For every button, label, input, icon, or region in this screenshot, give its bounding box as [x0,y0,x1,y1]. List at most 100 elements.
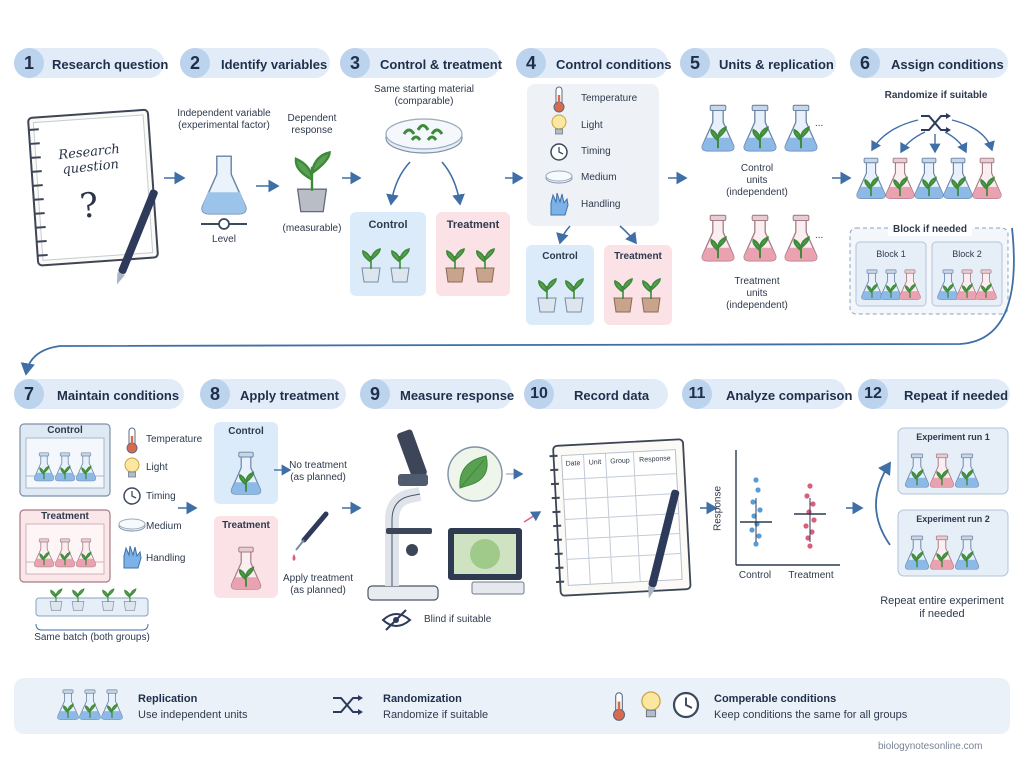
col-group: Group [610,457,630,466]
legend-replication-desc: Use independent units [138,709,248,721]
step-1-number: 1 [14,48,44,78]
step-6-number: 6 [850,48,880,78]
step4-control-label: Control [542,251,578,262]
plot-ylabel: Response [712,485,724,532]
step-2-number: 2 [180,48,210,78]
dependent-response-label: Dependent response [280,113,344,137]
repeat-line-2: if needed [919,608,965,621]
level-label: Level [212,234,236,245]
dependent-plant-icon [294,150,331,213]
control-ellipsis: ... [815,118,824,129]
condition-temperature: Temperature [581,93,638,104]
step-9-title: Measure response [400,388,515,403]
microscope-icon [367,429,439,601]
repeat-loop-arrow [875,461,891,546]
plot-point [811,517,817,523]
petri-dish-icon [385,118,463,154]
plot-xtick-treatment: Treatment [788,570,834,581]
condition-light: Light [581,120,603,131]
same-material-line-2: (comparable) [394,96,454,107]
step8-control-label: Control [228,426,264,437]
step7-control-label: Control [47,425,83,436]
plot-point [750,499,756,505]
step-2-title: Identify variables [221,57,328,72]
step8-treatment-label: Treatment [222,520,270,531]
step-10-title: Record data [574,388,650,403]
apply-treatment-line-2: (as planned) [290,585,346,596]
plot-point [755,487,761,493]
plot-point [753,477,759,483]
step-4-number: 4 [516,48,546,78]
legend-replication-title: Replication [138,693,198,705]
dependent-line-2: response [291,125,333,136]
apply-treatment-line-1: Apply treatment [282,573,354,584]
step-10-number: 10 [524,379,554,409]
step7-treatment-label: Treatment [41,511,89,522]
no-treatment-line-1: No treatment [289,460,347,471]
no-treatment-line-2: (as planned) [290,472,346,483]
step7-light: Light [146,462,168,473]
same-batch-label: Same batch (both groups) [34,632,150,643]
same-material-line-1: Same starting material [373,84,475,95]
step-6-title: Assign conditions [891,57,1004,72]
monitor-icon [448,528,525,595]
step-11-title: Analyze comparison [726,388,853,403]
legend-bar [14,678,1010,734]
blind-label: Blind if suitable [424,614,492,625]
plot-xtick-control: Control [738,570,772,581]
repeat-experiment-label: Repeat entire experiment if needed [868,595,1016,621]
col-date: Date [565,460,581,468]
run2-label: Experiment run 2 [916,514,990,524]
treatment-group-label: Treatment [446,219,500,231]
plot-point [757,507,763,513]
step7-timing: Timing [146,491,176,502]
condition-handling: Handling [581,199,621,210]
plot-point [751,513,757,519]
step-3-number: 3 [340,48,370,78]
legend-randomization-title: Randomization [383,693,462,705]
plot-point [753,541,759,547]
treatment-ellipsis: ... [815,230,824,241]
block-1-label: Block 1 [876,249,906,259]
plot-point [809,529,815,535]
plot-point [810,501,816,507]
measurable-label: (measurable) [282,223,342,234]
step-7-number: 7 [14,379,44,409]
same-batch-tray [35,588,149,631]
plot-point [807,483,813,489]
legend-conditions-title: Comperable conditions [714,693,837,705]
condition-timing: Timing [581,146,611,157]
step7-handling: Handling [146,553,186,564]
treatment-units-line-2: units [746,288,768,299]
shuffle-icon [921,113,951,133]
plot-point [807,543,813,549]
step-12-title: Repeat if needed [904,388,1009,403]
level-slider [201,218,247,230]
treatment-incubator [19,509,111,583]
control-units-label: Control units (independent) [720,163,794,199]
step-11-number: 11 [682,379,712,409]
step-5-number: 5 [680,48,710,78]
plot-point [749,527,755,533]
same-material-label: Same starting material (comparable) [368,84,480,108]
plot-point [804,493,810,499]
blind-icon [381,609,412,631]
dependent-line-1: Dependent [287,113,337,124]
legend-shuffle-icon [333,695,363,715]
plot-point [805,535,811,541]
treatment-units-flasks [701,214,818,262]
step-7-title: Maintain conditions [57,388,180,403]
credit-text: biologynotesonline.com [878,741,983,752]
row1-arrows [164,161,852,245]
variable-flask-icon [201,155,247,215]
step7-medium: Medium [146,521,182,532]
col-unit: Unit [588,458,602,467]
control-units-line-2: units [746,175,768,186]
control-incubator [19,423,111,497]
condition-medium: Medium [581,172,617,183]
no-treatment-label: No treatment (as planned) [286,460,350,484]
step7-temperature: Temperature [146,434,203,445]
block-2-label: Block 2 [952,249,982,259]
step4-treatment-label: Treatment [614,251,662,262]
